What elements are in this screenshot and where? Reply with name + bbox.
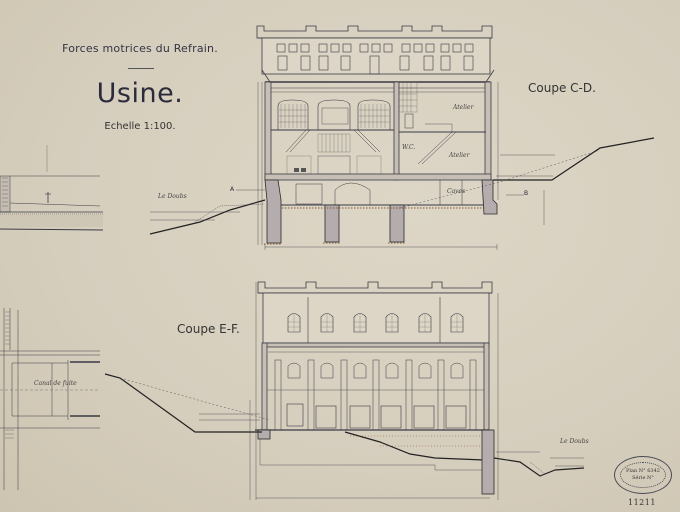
inventory-number: 11211: [628, 498, 656, 507]
section-label-cd: Coupe C-D.: [528, 81, 596, 95]
room-label-caves: Caves: [447, 188, 466, 195]
river-label-top: Le Doubs: [158, 193, 187, 200]
title-divider: [128, 68, 154, 69]
room-label-atelier-lower: Atelier: [449, 152, 470, 159]
drawing-title: Usine.: [96, 78, 184, 109]
stamp-series: Série N°: [632, 475, 654, 481]
section-label-ef: Coupe E-F.: [177, 322, 240, 336]
room-label-atelier-upper: Atelier: [453, 104, 474, 111]
stamp-inner-ring: [620, 462, 666, 488]
section-marker-b: B: [524, 190, 529, 197]
drawing-scale: Echelle 1:100.: [104, 121, 176, 132]
stamp-plan-number: Plan N° 6342: [626, 468, 660, 474]
archive-stamp: Plan N° 6342 Série N°: [614, 456, 672, 494]
room-label-wc: W.C.: [402, 144, 416, 151]
canal-label: Canal de fuite: [34, 380, 77, 387]
river-label-bottom: Le Doubs: [560, 438, 589, 445]
project-subtitle: Forces motrices du Refrain.: [62, 42, 218, 55]
section-marker-a: A: [230, 186, 235, 193]
